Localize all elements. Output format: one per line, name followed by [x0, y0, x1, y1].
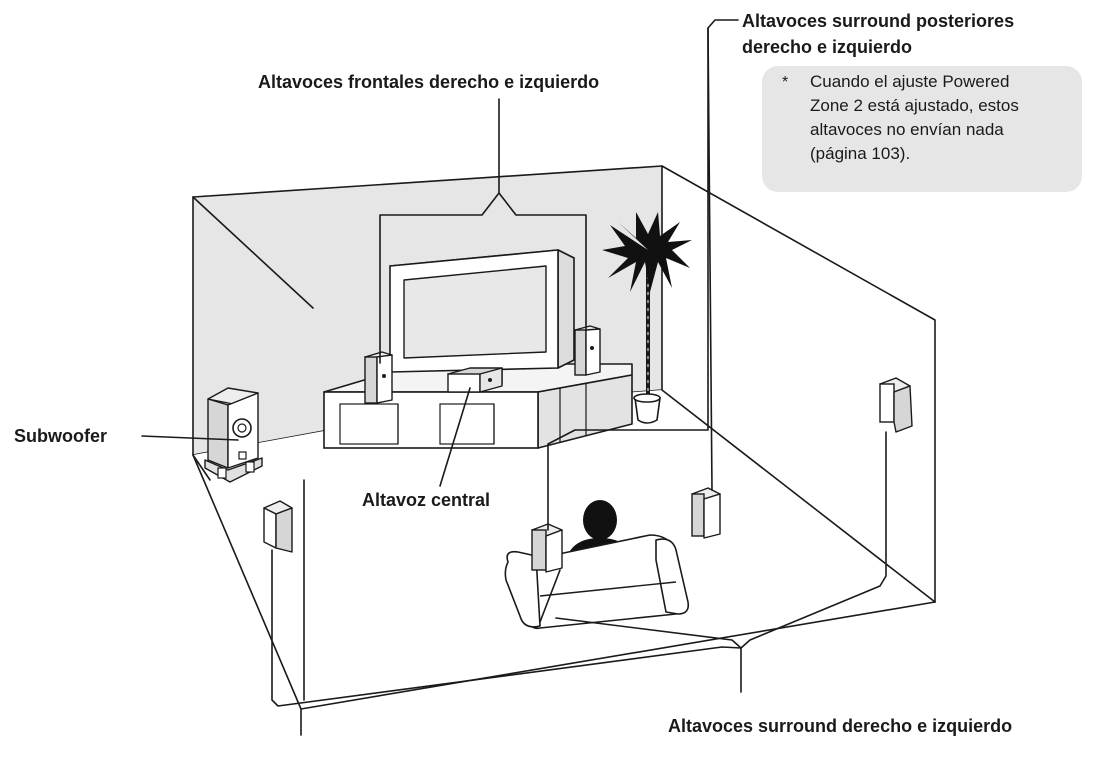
floor [193, 390, 935, 709]
label-surround-speakers: Altavoces surround derecho e izquierdo [668, 716, 1013, 736]
television [389, 249, 575, 373]
surround-right-speaker [879, 377, 913, 433]
palm-plant [602, 212, 692, 424]
leader-lines [141, 19, 887, 707]
room [192, 165, 936, 736]
label-subwoofer: Subwoofer [14, 426, 107, 446]
label-front-speakers: Altavoces frontales derecho e izquierdo [258, 72, 600, 92]
surround-back-left-speaker [531, 523, 563, 573]
front-left-speaker [364, 351, 393, 404]
front-right-speaker [574, 325, 601, 376]
center-speaker [447, 367, 503, 393]
note-asterisk: * [782, 74, 789, 91]
sofa [504, 534, 690, 630]
label-center-speaker: Altavoz central [362, 490, 491, 510]
surround-left-speaker [263, 500, 293, 553]
label-surround-back-line1: Altavoces surround posteriores [742, 11, 1015, 31]
note-box: * Cuando el ajuste Powered Zone 2 está a… [762, 66, 1082, 192]
surround-back-right-speaker [691, 487, 721, 539]
label-surround-back-line2: derecho e izquierdo [742, 37, 913, 57]
note-text: Cuando el ajuste Powered Zone 2 está aju… [810, 72, 1019, 163]
subwoofer [204, 387, 263, 483]
